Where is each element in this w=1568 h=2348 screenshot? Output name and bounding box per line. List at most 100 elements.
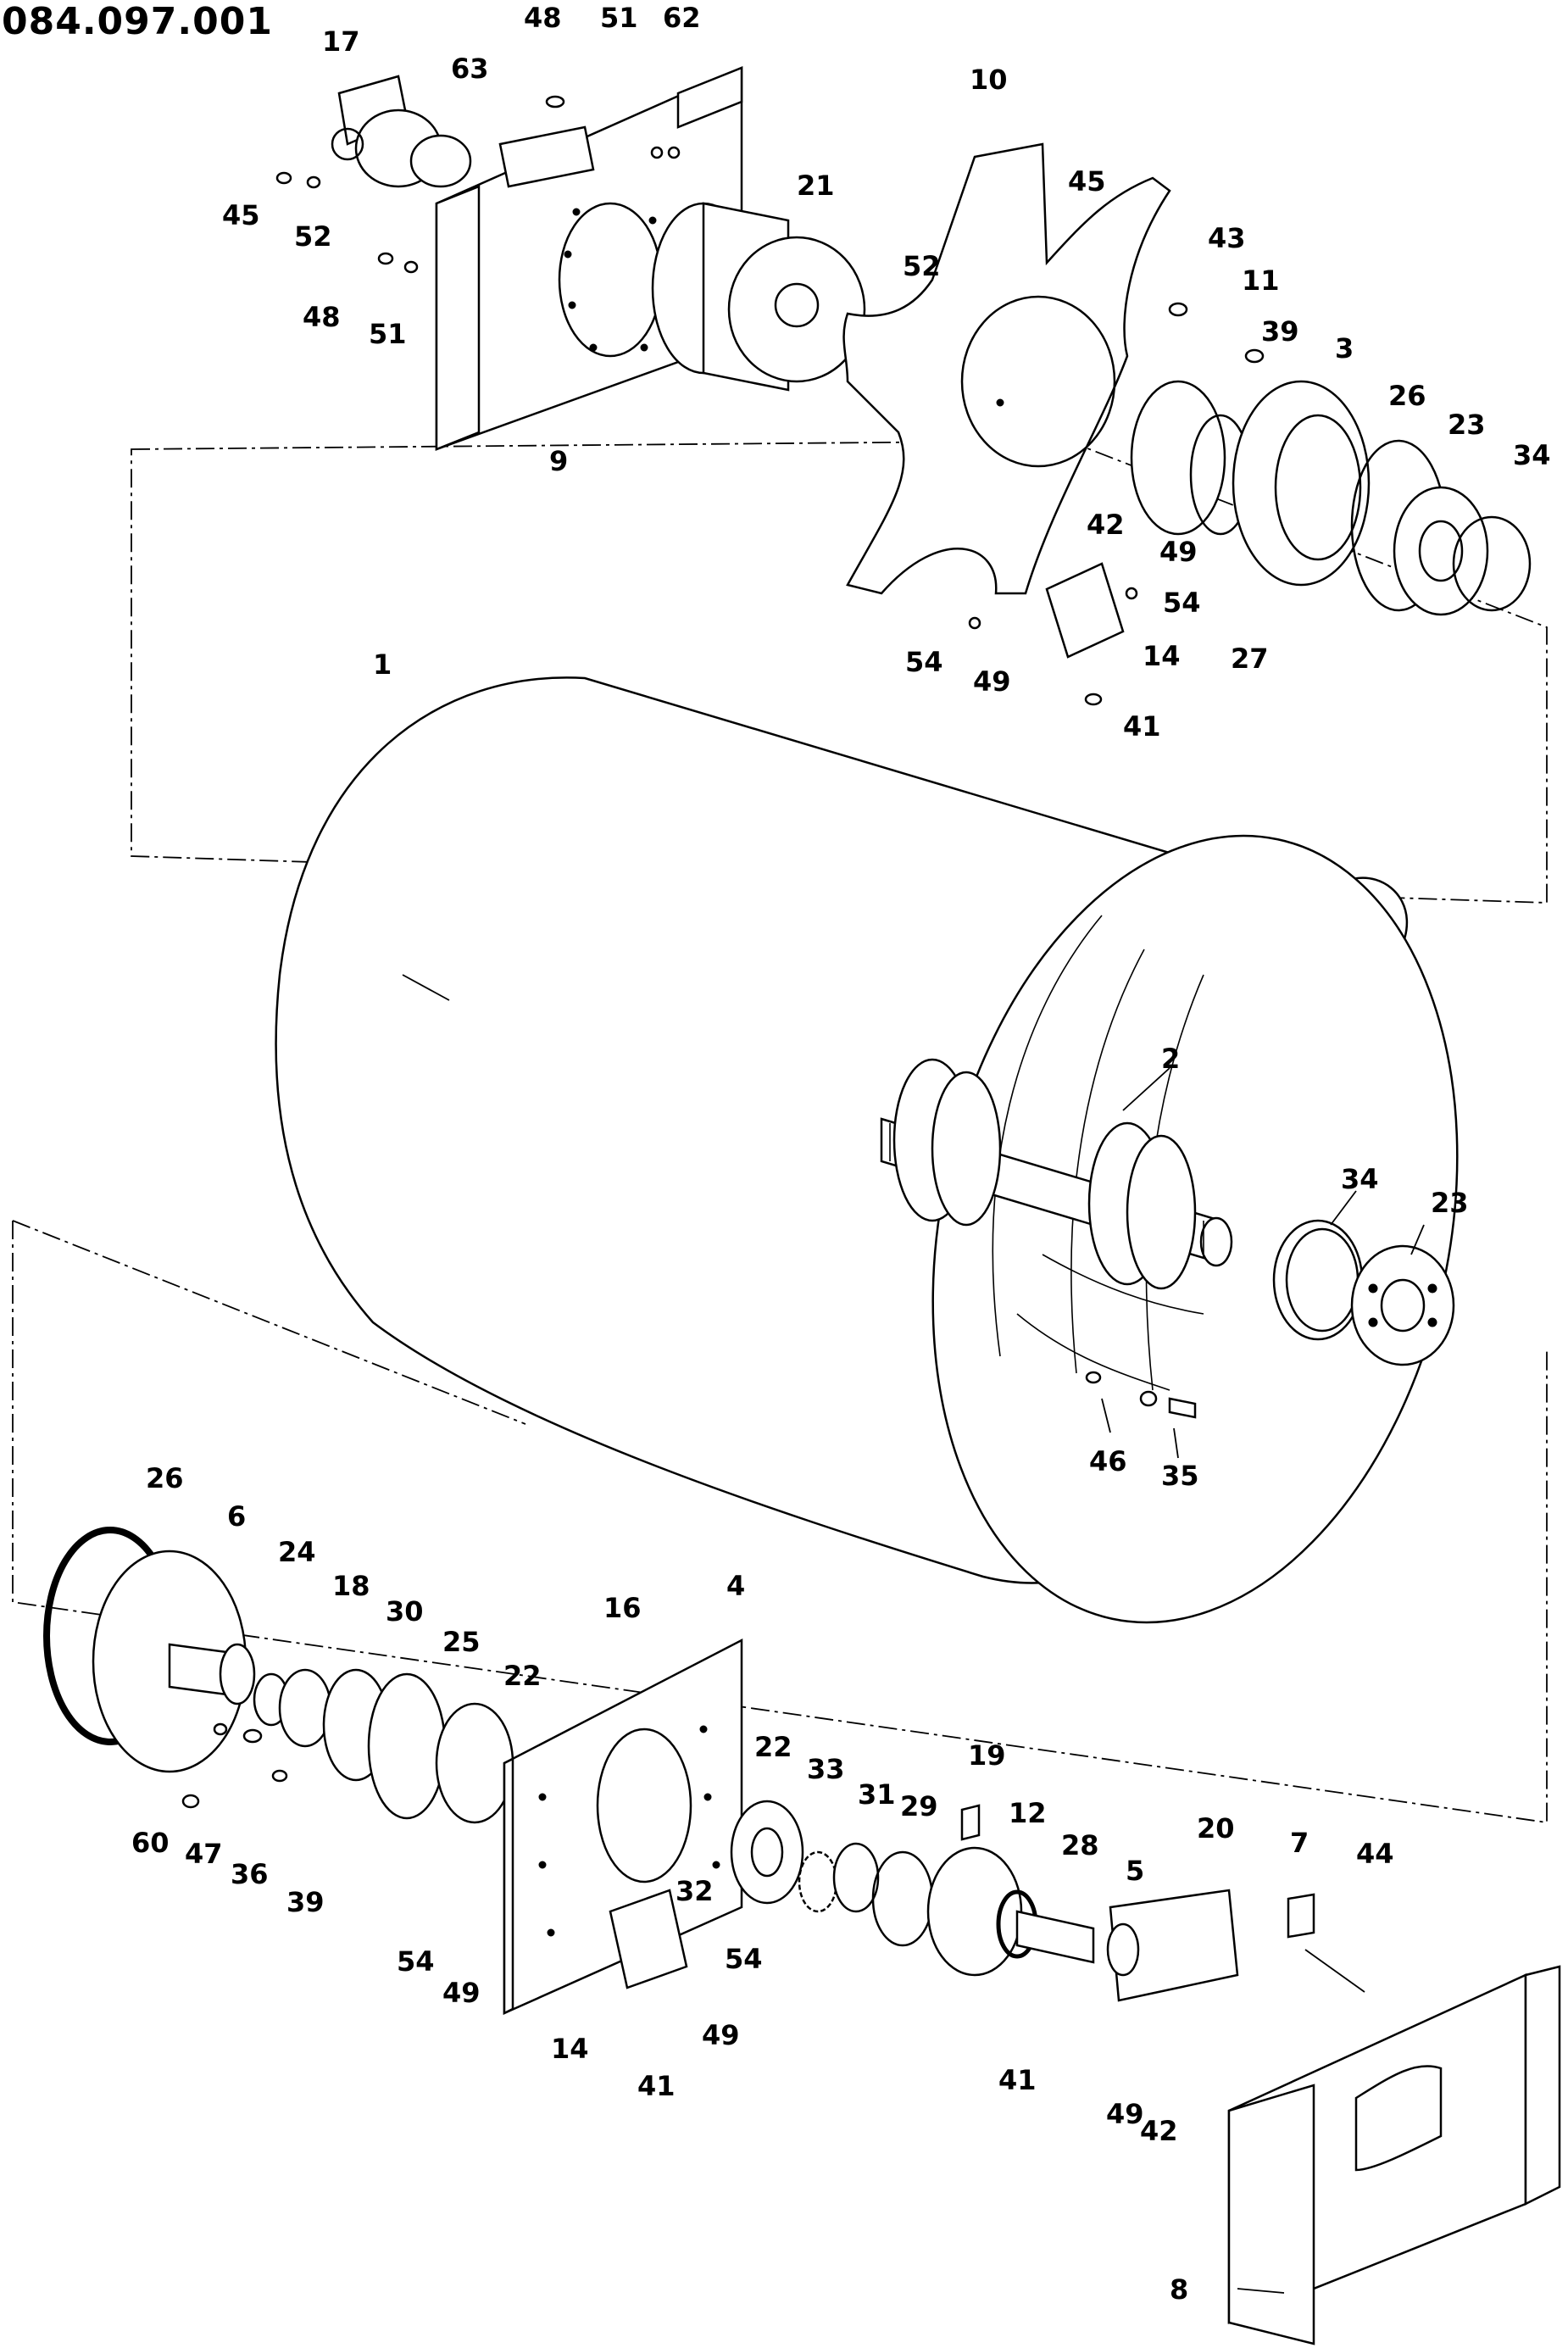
callout-10: 10 (970, 64, 1008, 96)
callout-52: 52 (903, 250, 941, 282)
drum-shell (275, 676, 1459, 1624)
callout-49: 49 (973, 665, 1011, 698)
callout-54: 54 (1163, 587, 1201, 619)
callout-35: 35 (1161, 1460, 1199, 1492)
leader-lines (402, 974, 1425, 2294)
callout-45: 45 (222, 199, 260, 231)
callout-12: 12 (1009, 1797, 1047, 1829)
callout-8: 8 (1170, 2273, 1188, 2306)
callout-54: 54 (397, 1945, 435, 1978)
lock-nut-31 (832, 1842, 880, 1913)
lock-washer-33 (798, 1850, 838, 1913)
callout-49: 49 (702, 2019, 740, 2051)
bearing-plate-4 (503, 1638, 743, 2016)
bearing-housing-3 (1232, 380, 1371, 587)
callout-52: 52 (294, 220, 332, 253)
hydraulic-valve-17 (331, 75, 472, 188)
callout-36: 36 (231, 1858, 269, 1890)
retaining-ring-right (1272, 1219, 1364, 1341)
callout-7: 7 (1290, 1827, 1309, 1859)
callout-62: 62 (663, 2, 701, 34)
callout-26: 26 (1388, 380, 1426, 412)
callout-48: 48 (303, 301, 341, 333)
callout-19: 19 (968, 1739, 1006, 1772)
callout-45: 45 (1068, 165, 1106, 198)
callout-41: 41 (998, 2064, 1037, 2096)
callout-54: 54 (905, 646, 943, 678)
callout-48: 48 (524, 2, 562, 34)
callout-3: 3 (1335, 332, 1354, 364)
callout-16: 16 (603, 1592, 642, 1624)
callout-42: 42 (1087, 509, 1125, 541)
callout-27: 27 (1231, 643, 1269, 675)
callout-34: 34 (1341, 1163, 1379, 1195)
callout-32: 32 (676, 1875, 714, 1907)
callout-63: 63 (451, 53, 489, 85)
callout-9: 9 (549, 445, 568, 477)
callout-23: 23 (1448, 409, 1486, 441)
small-hardware-bottom-left (181, 1722, 288, 1809)
callout-30: 30 (386, 1595, 424, 1627)
drive-shaft (880, 1058, 1233, 1290)
pad-7 (1287, 1893, 1315, 1939)
callout-28: 28 (1061, 1829, 1099, 1861)
callout-24: 24 (278, 1536, 316, 1568)
callout-20: 20 (1197, 1812, 1235, 1844)
cover-plate-14-top (1045, 562, 1125, 659)
callout-1: 1 (373, 648, 392, 681)
callout-21: 21 (797, 170, 835, 202)
callout-46: 46 (1089, 1445, 1127, 1477)
callout-14: 14 (551, 2033, 589, 2065)
misc-hardware-right-top (968, 302, 1265, 706)
callout-43: 43 (1208, 222, 1246, 254)
callout-29: 29 (900, 1790, 938, 1822)
callout-44: 44 (1356, 1838, 1394, 1870)
callout-51: 51 (600, 2, 638, 34)
bearing-stack-left (253, 1668, 514, 1824)
callout-49: 49 (442, 1977, 481, 2009)
breather-19 (960, 1804, 981, 1841)
callout-41: 41 (1123, 710, 1161, 743)
callout-54: 54 (725, 1943, 763, 1975)
motor-20 (1106, 1889, 1239, 2002)
callout-49: 49 (1106, 2098, 1144, 2130)
callout-41: 41 (637, 2070, 676, 2102)
retaining-ring-34-top (1452, 515, 1532, 612)
hub-flange-6 (92, 1550, 256, 1773)
bracket-63 (498, 125, 595, 188)
callout-4: 4 (726, 1570, 745, 1602)
end-cap-right (1350, 1244, 1455, 1366)
callout-47: 47 (185, 1838, 223, 1870)
callout-17: 17 (322, 25, 360, 58)
callout-33: 33 (807, 1753, 845, 1785)
callout-2: 2 (1161, 1043, 1180, 1075)
callout-31: 31 (858, 1778, 896, 1811)
o-ring-29 (871, 1850, 934, 1947)
coupling-5 (1015, 1910, 1095, 1964)
document-number: 084.097.001 (2, 0, 273, 43)
torque-arm-10 (842, 142, 1171, 595)
callout-23: 23 (1431, 1187, 1469, 1219)
callout-42: 42 (1140, 2115, 1178, 2147)
side-frame-right (1227, 1965, 1561, 2345)
callout-25: 25 (442, 1626, 481, 1658)
callout-34: 34 (1513, 439, 1551, 471)
grease-fitting-and-bolt (1085, 1371, 1197, 1419)
callout-14: 14 (1143, 640, 1181, 672)
callout-51: 51 (369, 318, 407, 350)
callout-18: 18 (332, 1570, 370, 1602)
callout-26: 26 (146, 1462, 184, 1494)
flange-12 (926, 1846, 1023, 1977)
cover-plate-14-bottom (609, 1889, 688, 1989)
callout-39: 39 (286, 1886, 325, 1918)
callout-11: 11 (1242, 264, 1280, 297)
callout-6: 6 (227, 1500, 246, 1533)
callout-labels: 17 48 51 62 63 10 45 52 21 45 52 48 51 9… (131, 2, 1551, 2306)
callout-49: 49 (1159, 536, 1198, 568)
callout-60: 60 (131, 1827, 170, 1859)
drive-motor-21 (651, 202, 866, 392)
assembly-envelope-bottom (12, 1220, 1548, 1824)
callout-5: 5 (1126, 1855, 1144, 1887)
bearing-23-top (1393, 486, 1489, 616)
